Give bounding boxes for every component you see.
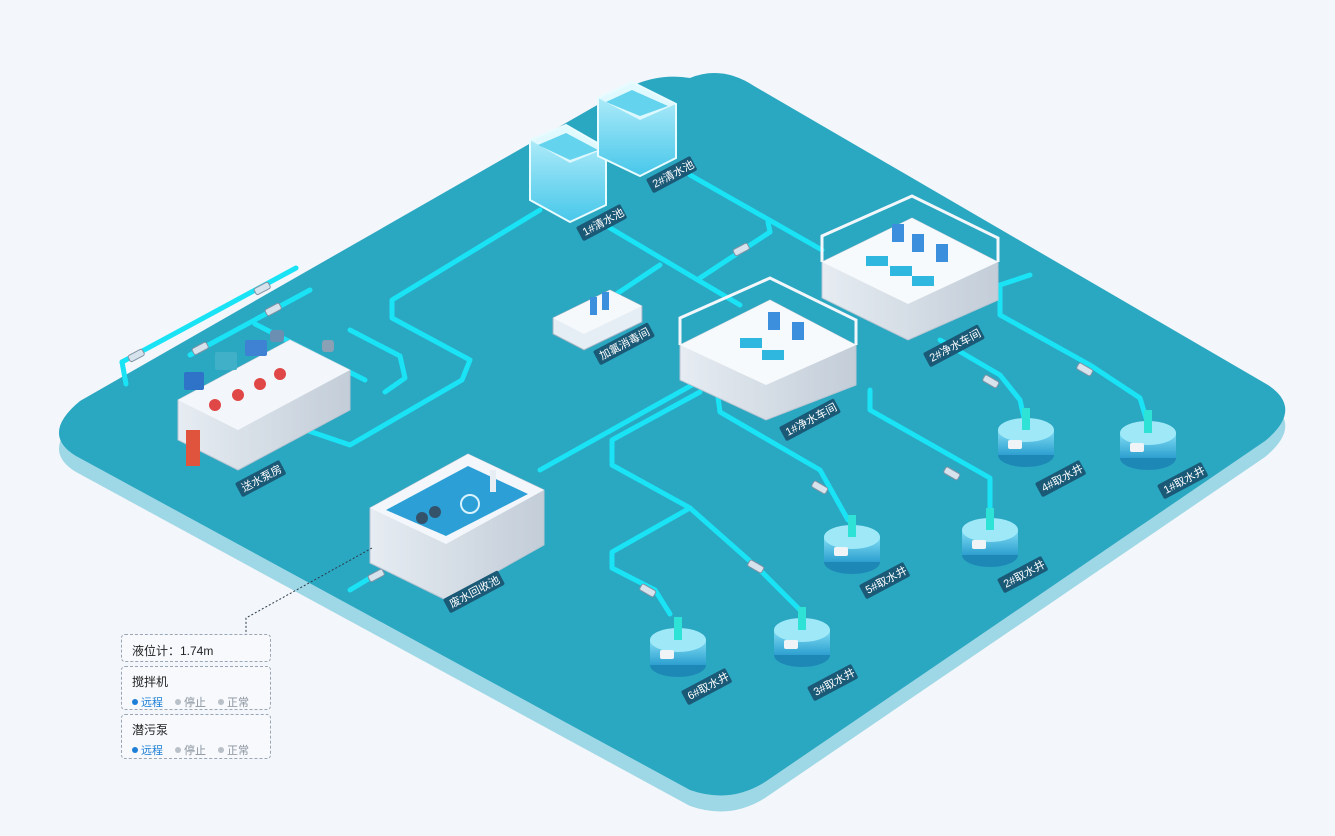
mixer-status-remote: 远程 (132, 694, 163, 710)
level-gauge-card: 液位计：1.74m (121, 634, 271, 662)
valves (127, 242, 1094, 598)
well-6[interactable] (650, 617, 706, 677)
status-dot-icon (175, 699, 181, 705)
status-label: 远程 (141, 745, 163, 757)
status-dot-icon (132, 747, 138, 753)
workshop-2[interactable] (820, 194, 1000, 341)
status-dot-icon (175, 747, 181, 753)
dosing-room[interactable] (552, 289, 643, 351)
well-3[interactable] (774, 607, 830, 667)
well-4[interactable] (998, 408, 1054, 467)
waste-pool[interactable] (369, 453, 545, 601)
sewage-pump-card[interactable]: 潜污泵 远程 停止 正常 (121, 714, 271, 759)
pump-room[interactable] (177, 330, 351, 471)
clear-pool-2[interactable] (597, 80, 677, 178)
sewage-pump-title: 潜污泵 (132, 723, 169, 737)
status-dot-icon (218, 699, 224, 705)
mixer-card[interactable]: 搅拌机 远程 停止 正常 (121, 666, 271, 710)
sewage-pump-status-row: 远程 停止 正常 (122, 738, 270, 758)
level-gauge-reading: 液位计：1.74m (132, 644, 214, 658)
workshop-1[interactable] (678, 276, 858, 421)
status-label: 停止 (184, 697, 206, 709)
status-dot-icon (132, 699, 138, 705)
mixer-status-stopped: 停止 (175, 694, 206, 710)
status-label: 正常 (227, 745, 249, 757)
sewage-pump-status-remote: 远程 (132, 742, 163, 758)
status-label: 正常 (227, 697, 249, 709)
sewage-pump-status-normal: 正常 (218, 742, 249, 758)
mixer-status-normal: 正常 (218, 694, 249, 710)
well-5[interactable] (824, 515, 880, 574)
mixer-status-row: 远程 停止 正常 (122, 690, 270, 710)
status-label: 远程 (141, 697, 163, 709)
well-1[interactable] (1120, 410, 1176, 470)
status-label: 停止 (184, 745, 206, 757)
sewage-pump-status-stopped: 停止 (175, 742, 206, 758)
mixer-title: 搅拌机 (132, 675, 169, 689)
leader-line (245, 547, 373, 634)
status-dot-icon (218, 747, 224, 753)
clear-pool-1[interactable] (529, 123, 607, 224)
well-2[interactable] (962, 508, 1018, 567)
